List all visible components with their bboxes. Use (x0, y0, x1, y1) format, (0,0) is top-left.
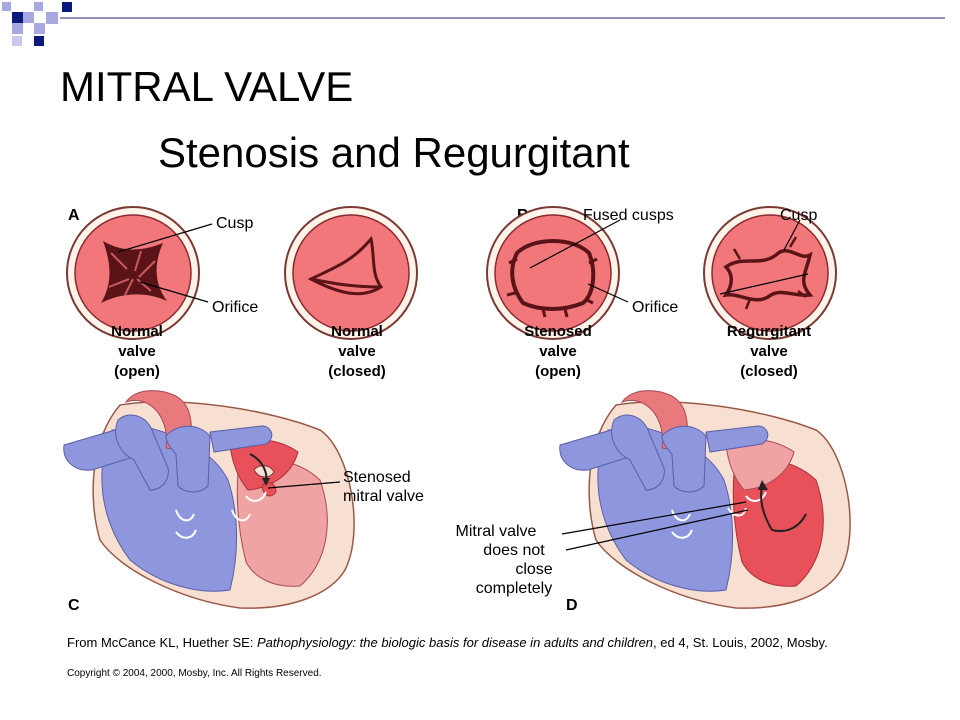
leader-line (529, 219, 621, 269)
caption-line: Stenosed (524, 323, 592, 340)
valve-normal-closed (284, 206, 418, 340)
leader-line (783, 219, 801, 251)
callout-orifice-a: Orifice (212, 299, 258, 316)
leader-line (719, 273, 809, 295)
leader-line (139, 281, 209, 303)
heart-stenosed-mitral (63, 390, 355, 609)
caption-line: valve (118, 343, 156, 360)
leader-line (561, 501, 747, 535)
valve-caption-regurgitant-closed: Regurgitant valve (closed) (727, 323, 811, 380)
deco-square (12, 12, 23, 23)
caption-line: Regurgitant (727, 323, 811, 340)
caption-line: valve (750, 343, 788, 360)
caption-line: (open) (535, 363, 581, 380)
deco-square (23, 12, 34, 23)
header-decoration (2, 2, 945, 46)
deco-square (12, 23, 23, 34)
deco-square (12, 36, 22, 46)
panel-label-c: C (68, 597, 80, 614)
callout-line: completely (476, 580, 552, 597)
valve-regurgitant-closed (703, 206, 837, 340)
caption-line: (closed) (740, 363, 798, 380)
deco-square (34, 36, 44, 46)
slide-subtitle: Stenosis and Regurgitant (158, 129, 630, 176)
valve-caption-normal-open: Normal valve (open) (111, 323, 163, 380)
callout-stenosed-mitral-2: mitral valve (343, 488, 424, 505)
callout-mitral-not-closing: Mitral valve does not close completely (456, 523, 553, 597)
caption-line: valve (539, 343, 577, 360)
valve-caption-stenosed-open: Stenosed valve (open) (524, 323, 592, 380)
callout-line: close (515, 561, 552, 578)
caption-line: (open) (114, 363, 160, 380)
slide-title: MITRAL VALVE (60, 63, 354, 110)
leader-line (267, 481, 341, 489)
valve-normal-open (66, 206, 200, 340)
panel-label-d: D (566, 597, 578, 614)
heart-regurgitant-mitral (559, 390, 851, 609)
caption-line: Normal (111, 323, 163, 340)
valve-caption-normal-closed: Normal valve (closed) (328, 323, 386, 380)
mitral-valve-figure: A B Cusp Orifice Fused cusps Orifice Cus… (63, 206, 851, 614)
deco-square (34, 23, 45, 34)
deco-square (34, 2, 43, 11)
callout-fused-cusps: Fused cusps (583, 207, 674, 224)
callout-line: does not (483, 542, 545, 559)
leader-line (117, 223, 213, 253)
citation-suffix: , ed 4, St. Louis, 2002, Mosby. (653, 635, 828, 650)
panel-label-a: A (68, 207, 80, 224)
leader-line (587, 283, 629, 303)
leader-line (565, 509, 749, 551)
callout-cusp-b: Cusp (780, 207, 817, 224)
citation-book-title: Pathophysiology: the biologic basis for … (257, 635, 654, 650)
caption-line: (closed) (328, 363, 386, 380)
caption-line: Normal (331, 323, 383, 340)
source-citation: From McCance KL, Huether SE: Pathophysio… (67, 634, 927, 651)
caption-line: valve (338, 343, 376, 360)
deco-square (2, 2, 11, 11)
valve-stenosed-open (486, 206, 620, 340)
callout-line: Mitral valve (456, 523, 537, 540)
deco-square (46, 12, 58, 24)
deco-square (62, 2, 72, 12)
callout-cusp-a: Cusp (216, 215, 253, 232)
citation-prefix: From McCance KL, Huether SE: (67, 635, 258, 650)
callout-orifice-b: Orifice (632, 299, 678, 316)
callout-stenosed-mitral-1: Stenosed (343, 469, 411, 486)
copyright-notice: Copyright © 2004, 2000, Mosby, Inc. All … (67, 668, 322, 679)
